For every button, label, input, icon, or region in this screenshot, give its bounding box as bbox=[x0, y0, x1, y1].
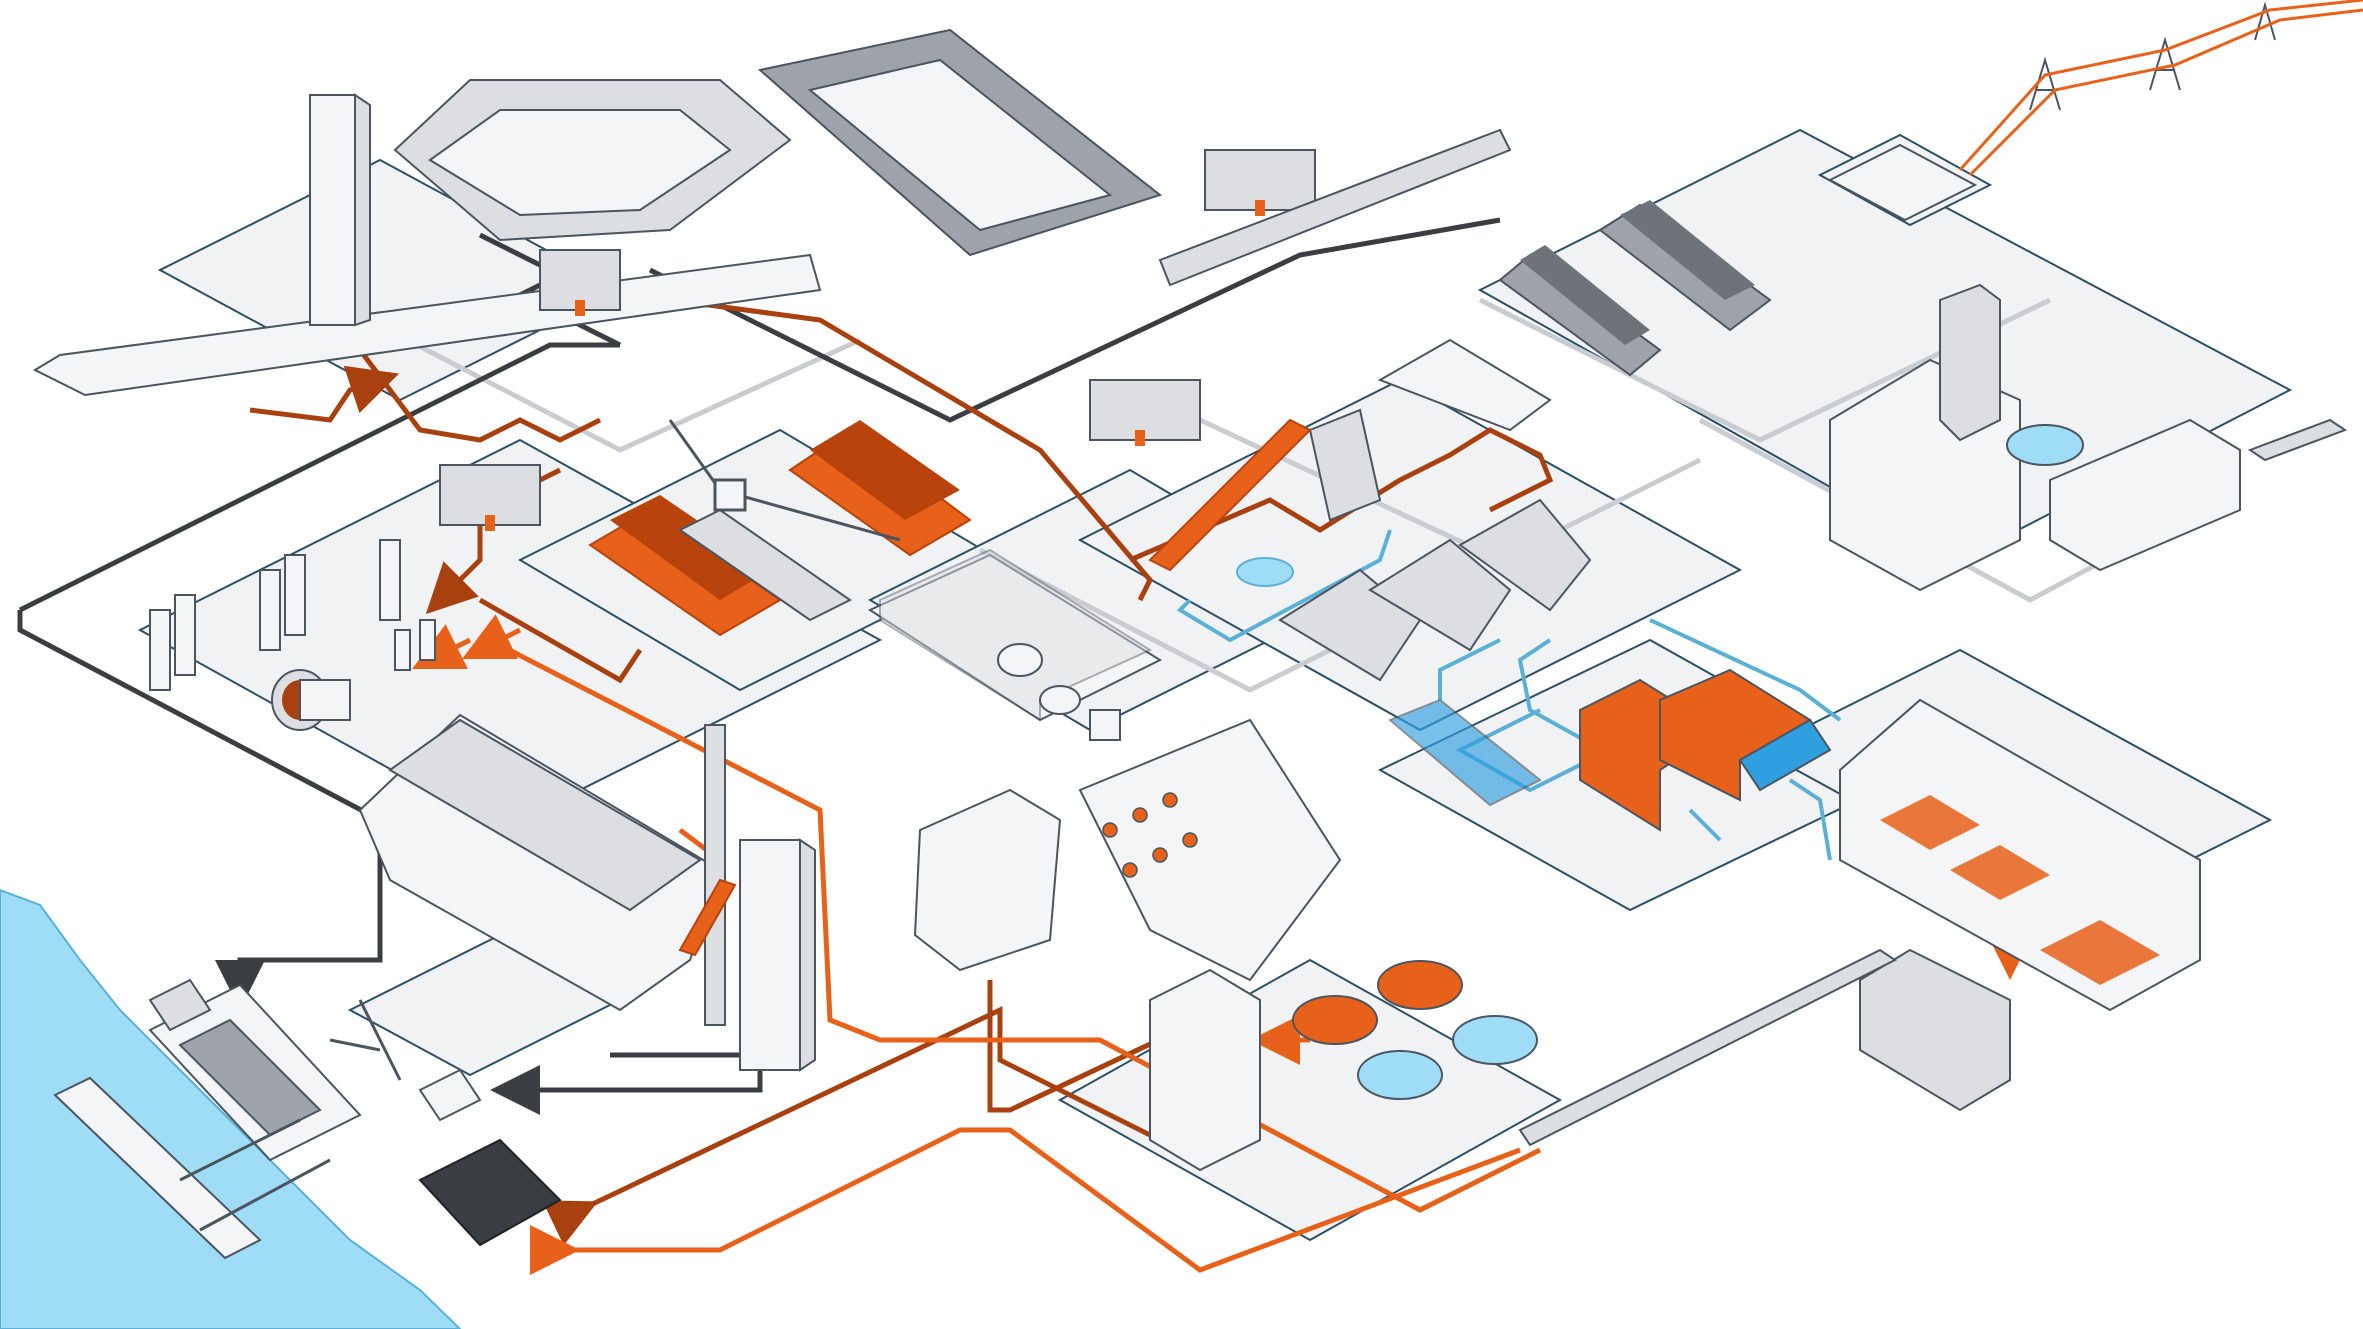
orange-pile-right-top bbox=[810, 420, 960, 520]
flotation-area bbox=[1148, 338, 1592, 682]
substation bbox=[1827, 143, 1978, 222]
leach-area bbox=[1388, 668, 1832, 832]
ball-mill bbox=[271, 669, 351, 731]
settling-tank-2 bbox=[1377, 960, 1463, 1010]
head-tower bbox=[309, 94, 356, 326]
chimney bbox=[704, 724, 726, 1026]
east-thickener bbox=[2006, 424, 2084, 466]
refinery-hall bbox=[1518, 698, 2201, 1147]
northwest-complex bbox=[32, 28, 1316, 531]
blue-cell bbox=[1738, 718, 1832, 792]
settling-tank-1 bbox=[1292, 995, 1378, 1045]
flotation-cells bbox=[1278, 498, 1592, 682]
refinery-racks bbox=[1880, 795, 2160, 985]
boiler-area bbox=[149, 539, 816, 1072]
process-building bbox=[1149, 968, 1261, 1172]
coal-pile-1 bbox=[1498, 253, 1662, 377]
inclined-conveyor bbox=[1148, 418, 1312, 572]
settling-tank-3 bbox=[1452, 1015, 1538, 1065]
stacker-reclaimer bbox=[668, 419, 901, 542]
boiler-conveyor bbox=[678, 878, 737, 957]
conveyor-gallery bbox=[1158, 128, 1512, 287]
coal-pile-1-top bbox=[1520, 245, 1650, 345]
refinery-annex bbox=[1859, 948, 2011, 1112]
east-plant-hall bbox=[2049, 418, 2241, 572]
east-plant bbox=[1827, 0, 2363, 592]
settling-tank-4 bbox=[1357, 1050, 1443, 1100]
ship-loader-crane bbox=[179, 999, 402, 1232]
east-plant-tower bbox=[1939, 283, 2001, 442]
coal-handling-roof bbox=[428, 109, 732, 217]
boiler-tower bbox=[739, 839, 801, 1071]
reagent-hall bbox=[1078, 718, 1342, 982]
settling-tanks bbox=[913, 718, 1538, 1172]
long-trench-inner bbox=[807, 58, 1113, 232]
conveyor-south bbox=[1518, 948, 1897, 1147]
ship-bridge bbox=[148, 978, 212, 1032]
control-building bbox=[913, 788, 1062, 972]
power-hall-base bbox=[867, 553, 1163, 722]
ship-cargo bbox=[178, 1018, 322, 1137]
stockyard bbox=[588, 419, 972, 637]
port-warehouse bbox=[418, 1068, 482, 1122]
orange-pile-left-top bbox=[610, 495, 770, 600]
east-coal-piles bbox=[1158, 128, 1772, 377]
rail-train bbox=[2247, 418, 2348, 462]
pool-blue bbox=[1388, 698, 1542, 807]
port-area bbox=[53, 978, 562, 1260]
turbine-units bbox=[997, 643, 1121, 741]
thickener-small bbox=[1236, 557, 1294, 587]
coal-pile-2-top bbox=[1620, 200, 1755, 300]
dust-collector-doors bbox=[485, 200, 1265, 531]
silos-cluster bbox=[149, 539, 436, 691]
power-hall bbox=[867, 548, 1163, 741]
flotation-building bbox=[1377, 338, 1552, 432]
power-lines bbox=[1958, 0, 2363, 177]
barge bbox=[53, 1076, 262, 1260]
tunnel bbox=[32, 253, 822, 397]
crusher-house bbox=[1308, 408, 1382, 522]
boiler-tower-side bbox=[799, 838, 816, 1072]
reclaimer-rail bbox=[678, 508, 852, 622]
head-tower-side bbox=[354, 93, 371, 327]
boiler-hall-roof bbox=[388, 718, 702, 912]
coal-pile-port bbox=[418, 1138, 562, 1247]
reagent-vessels bbox=[1102, 792, 1198, 878]
